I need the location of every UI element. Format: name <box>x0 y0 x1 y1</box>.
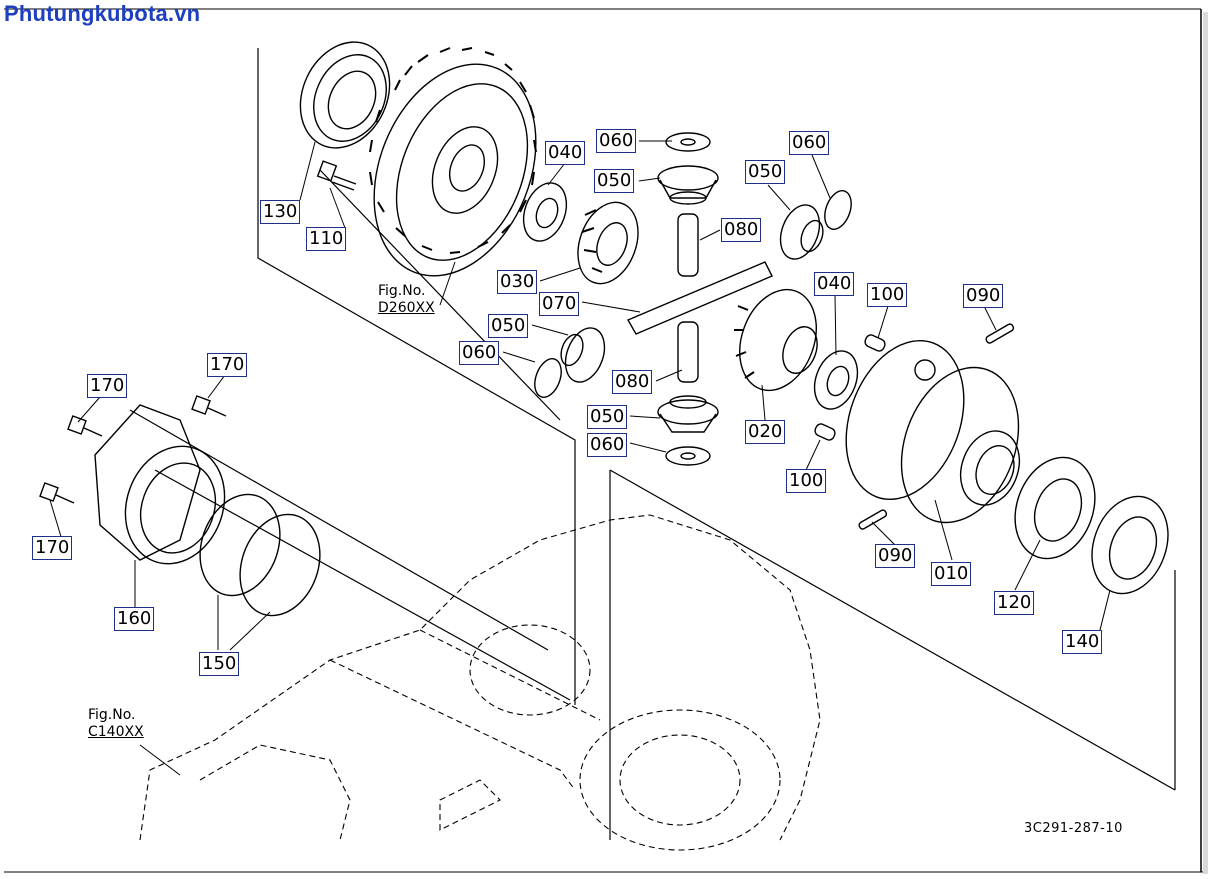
bearing-140 <box>1091 495 1169 595</box>
callout-140-bearing[interactable]: 140 <box>1062 630 1103 654</box>
callout-120-bearing[interactable]: 120 <box>994 591 1035 615</box>
callout-060-washer-right[interactable]: 060 <box>789 131 830 155</box>
fig-ref-label: Fig.No. <box>88 707 136 723</box>
callout-070-cross-shaft[interactable]: 070 <box>539 292 580 316</box>
callout-170-bolt-top-right[interactable]: 170 <box>207 353 248 377</box>
transmission-case <box>139 514 821 851</box>
o-rings-150 <box>199 493 321 617</box>
ring-gear <box>369 47 537 277</box>
callout-050-pinion-bottom[interactable]: 050 <box>587 405 628 429</box>
thrust-washer-040-right <box>813 350 859 410</box>
washer-060-bottom <box>665 446 711 466</box>
pinion-gear-050-top <box>657 165 719 205</box>
washer-060-top <box>665 132 711 152</box>
fig-ref-number: C140XX <box>88 724 144 740</box>
callout-020-side-gear[interactable]: 020 <box>745 420 786 444</box>
washer-060-right <box>824 190 852 230</box>
callout-060-washer-top[interactable]: 060 <box>596 129 637 153</box>
callout-080-shaft-top[interactable]: 080 <box>721 218 762 242</box>
callout-050-pinion-left[interactable]: 050 <box>488 314 529 338</box>
callout-040-washer-left[interactable]: 040 <box>545 141 586 165</box>
washer-060-left <box>534 358 562 398</box>
bolt-110 <box>316 160 357 191</box>
bearing-housing-160 <box>94 404 226 565</box>
fig-ref-number: D260XX <box>378 300 435 316</box>
pinion-shaft-080-bottom <box>677 321 699 383</box>
thrust-washer-040-left <box>522 182 568 242</box>
differential-case-010 <box>845 339 1021 524</box>
bolts-170 <box>39 395 227 504</box>
pinion-gear-050-bottom <box>657 395 719 433</box>
pinion-shaft-080-top <box>677 213 699 277</box>
callout-010-diff-case[interactable]: 010 <box>931 562 972 586</box>
callout-050-pinion-top[interactable]: 050 <box>594 169 635 193</box>
callout-080-shaft-bottom[interactable]: 080 <box>612 370 653 394</box>
callout-100-pin-bottom[interactable]: 100 <box>786 469 827 493</box>
fig-ref-d260xx[interactable]: Fig.No. D260XX <box>378 283 435 317</box>
pinion-gear-050-left <box>560 327 606 383</box>
callout-040-washer-right[interactable]: 040 <box>814 272 855 296</box>
callout-090-spring-pin-bottom[interactable]: 090 <box>875 544 916 568</box>
fig-ref-label: Fig.No. <box>378 283 426 299</box>
callout-160-housing[interactable]: 160 <box>114 607 155 631</box>
callout-170-bolt-top-left[interactable]: 170 <box>87 374 128 398</box>
callout-050-pinion-right[interactable]: 050 <box>745 160 786 184</box>
side-gear-020 <box>734 288 818 392</box>
callout-130-bearing[interactable]: 130 <box>260 200 301 224</box>
bearing-130 <box>299 41 391 149</box>
page-border <box>4 8 1208 874</box>
cross-shaft-070 <box>627 261 773 335</box>
pinion-gear-050-right <box>779 204 824 260</box>
site-logo[interactable]: Phutungkubota.vn <box>4 1 201 26</box>
callout-030-side-gear[interactable]: 030 <box>497 270 538 294</box>
callout-060-washer-left[interactable]: 060 <box>459 341 500 365</box>
callout-170-bolt-bottom[interactable]: 170 <box>32 536 73 560</box>
callout-150-o-rings[interactable]: 150 <box>199 652 240 676</box>
bearing-120 <box>1014 456 1096 560</box>
exploded-view-lines <box>129 48 1176 840</box>
callout-100-pin-top[interactable]: 100 <box>867 283 908 307</box>
document-code: 3C291-287-10 <box>1024 821 1123 836</box>
callout-090-spring-pin-top[interactable]: 090 <box>963 284 1004 308</box>
side-gear-030 <box>577 201 639 285</box>
fig-ref-c140xx[interactable]: Fig.No. C140XX <box>88 707 144 741</box>
leader-lines <box>49 140 1111 776</box>
callout-060-washer-bottom[interactable]: 060 <box>587 433 628 457</box>
callout-110-bolt[interactable]: 110 <box>306 227 347 251</box>
pins <box>814 323 1015 530</box>
